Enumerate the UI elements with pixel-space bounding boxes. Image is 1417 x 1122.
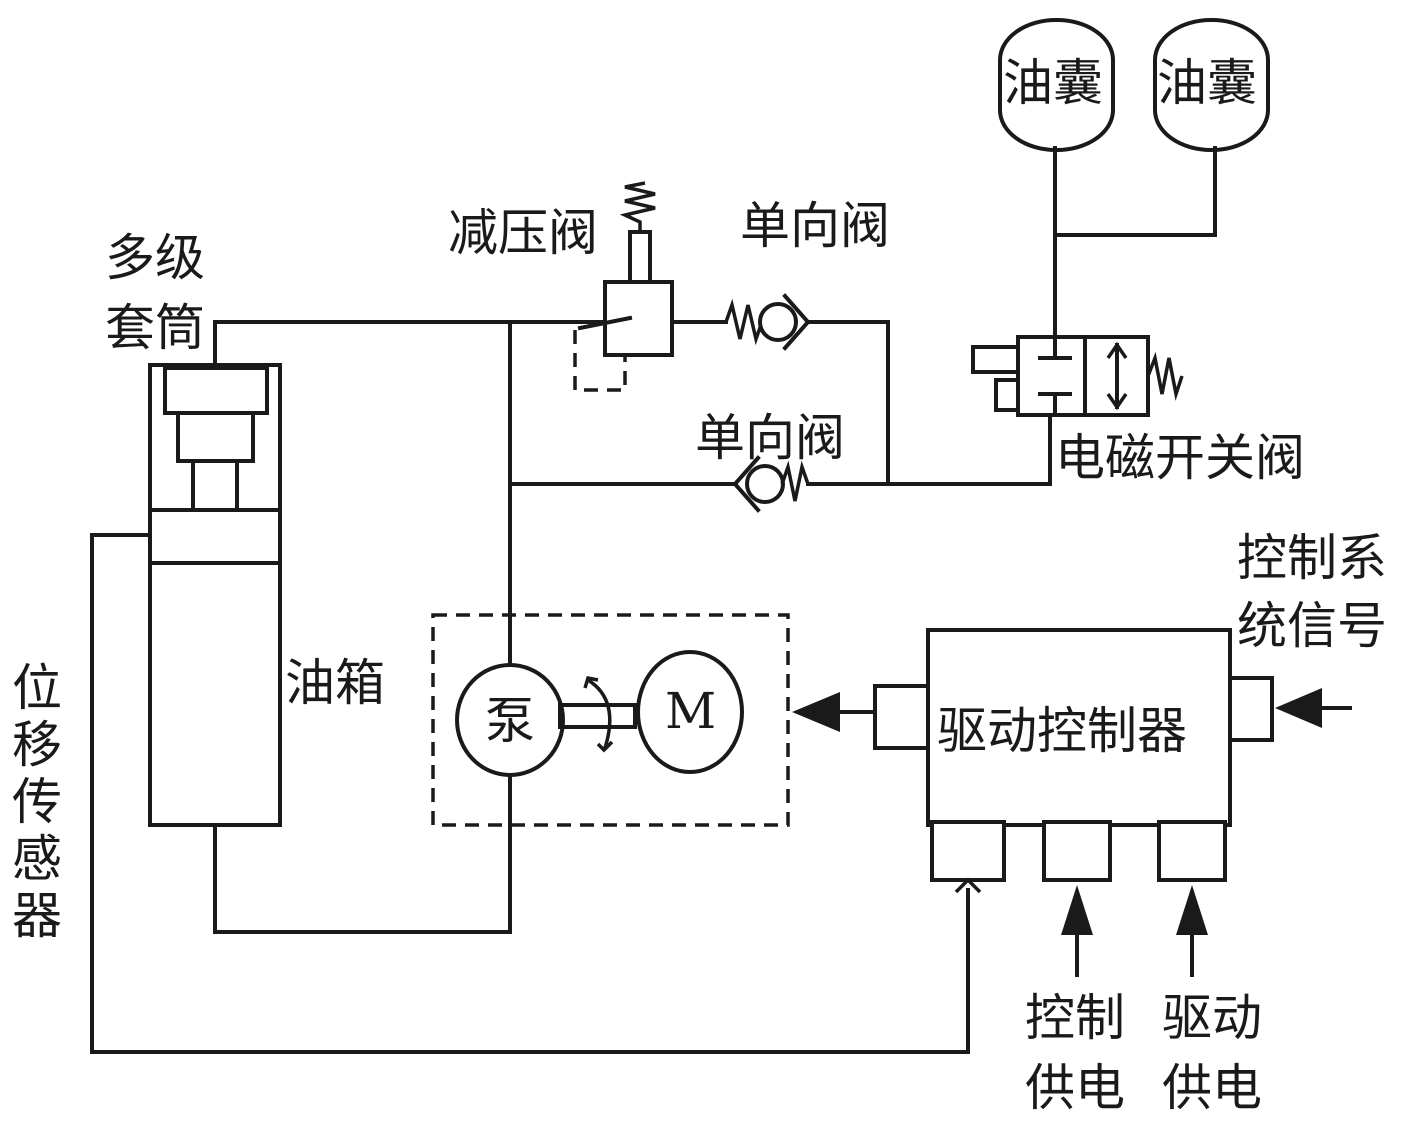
oil-bag-right [1153,18,1270,152]
label-telescopic-cylinder-2: 套筒 [105,299,205,357]
label-displacement-sensor-3: 传 [12,773,62,831]
drive-controller [873,628,1274,882]
label-displacement-sensor-5: 器 [12,887,62,945]
pump [455,663,565,777]
check-valve-bottom [732,455,810,513]
displacement-feedback-line [90,533,982,1054]
oil-bag-left [998,18,1115,152]
controller-to-motor-arrow [792,692,877,732]
label-telescopic-cylinder-1: 多级 [105,229,205,287]
label-oil-bag-right: 油囊 [1157,54,1257,112]
label-check-valve-top: 单向阀 [740,197,890,255]
label-displacement-sensor-4: 感 [12,830,62,888]
label-check-valve-bottom: 单向阀 [695,409,845,467]
label-displacement-sensor-2: 移 [12,716,62,774]
label-oil-tank: 油箱 [285,654,385,712]
label-control-power-2: 供电 [1025,1059,1125,1117]
motor [636,650,744,774]
drive-power-arrow [1176,885,1208,977]
label-pump: 泵 [485,692,535,750]
control-signal-arrow [1275,688,1352,728]
hydraulic-lines [213,146,1217,934]
pump-motor-unit [431,613,790,827]
solenoid-valve [971,335,1184,417]
pressure-reducing-valve [573,181,674,392]
label-control-signal-2: 统信号 [1237,597,1387,655]
label-drive-power-1: 驱动 [1162,989,1262,1047]
label-pressure-reducing-valve: 减压阀 [448,204,598,262]
label-motor: M [665,682,716,740]
telescopic-cylinder [148,363,282,827]
label-control-power-1: 控制 [1025,989,1125,1047]
label-oil-bag-left: 油囊 [1003,54,1103,112]
label-solenoid-valve: 电磁开关阀 [1055,429,1305,487]
control-power-arrow [1061,885,1093,977]
check-valve-top [724,293,811,351]
label-drive-controller: 驱动控制器 [937,702,1187,760]
label-control-signal-1: 控制系 [1237,529,1387,587]
label-displacement-sensor-1: 位 [12,659,62,717]
label-drive-power-2: 供电 [1162,1059,1262,1117]
